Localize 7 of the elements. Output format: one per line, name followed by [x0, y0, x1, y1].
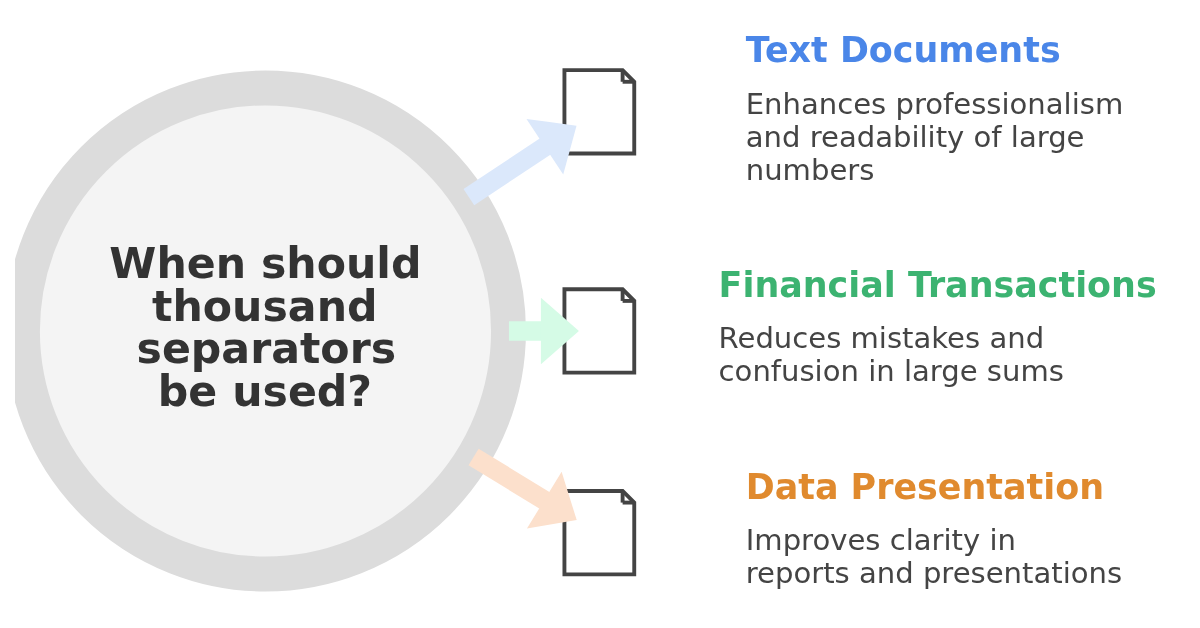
arrow: [463, 119, 577, 206]
node-circle: When should thousand separators be used?: [15, 70, 526, 592]
node-text: Data Presentation Improves clarity in reports and presentations: [745, 466, 1123, 591]
node-text: Financial Transactions Reduces mistakes and confusion in large sums: [718, 264, 1157, 389]
arrow: [508, 297, 579, 365]
arrow: [468, 448, 577, 529]
node-text: Text Documents Enhances professionalism and readability of large numbers: [745, 30, 1124, 187]
